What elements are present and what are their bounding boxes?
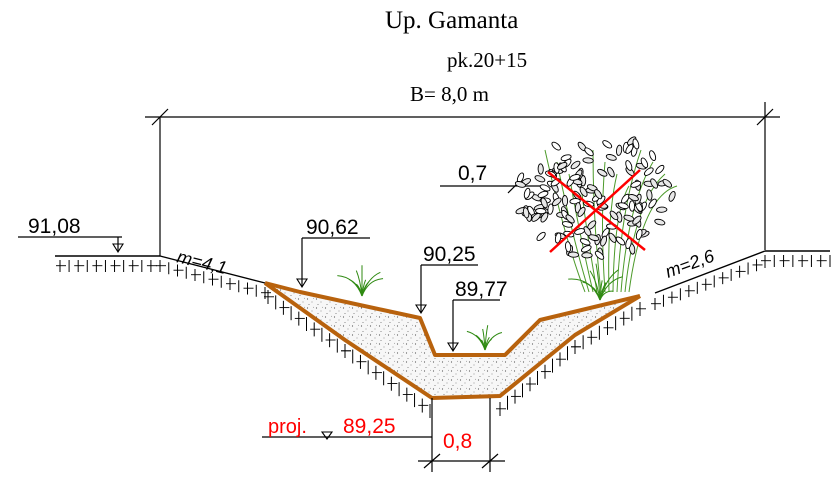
ground-hatching <box>56 255 831 418</box>
level-left-bank: 91,08 <box>28 215 81 238</box>
shrub-icon <box>514 136 678 293</box>
level-channel-edge: 90,25 <box>423 243 476 266</box>
level-marker-channel-bottom <box>447 299 500 353</box>
width-label: B= 8,0 m <box>410 82 489 106</box>
grass-tufts <box>337 263 623 351</box>
level-marker-left-bank <box>18 236 124 254</box>
level-marker-channel-edge <box>415 264 478 315</box>
removal-cross-icon <box>547 169 646 253</box>
slope-right: m=2,6 <box>663 245 718 281</box>
excavation-outline <box>263 281 642 400</box>
level-left-berm: 90,62 <box>306 216 359 239</box>
excavation-fill <box>265 283 640 398</box>
project-label: proj. <box>268 416 307 438</box>
shrub-offset-label: 0,7 <box>458 162 487 185</box>
bottom-width-label: 0,8 <box>443 430 472 453</box>
station: pk.20+15 <box>447 48 527 72</box>
width-dimension <box>145 102 780 256</box>
bottom-width-dimension <box>418 398 505 472</box>
title: Up. Gamanta <box>385 7 518 34</box>
ground-surface <box>55 250 830 294</box>
level-marker-left-berm <box>296 237 370 289</box>
slope-left: m=4,1 <box>175 246 229 278</box>
level-marker-project <box>262 431 432 440</box>
project-level: 89,25 <box>343 415 396 438</box>
level-channel-bottom: 89,77 <box>455 278 508 301</box>
